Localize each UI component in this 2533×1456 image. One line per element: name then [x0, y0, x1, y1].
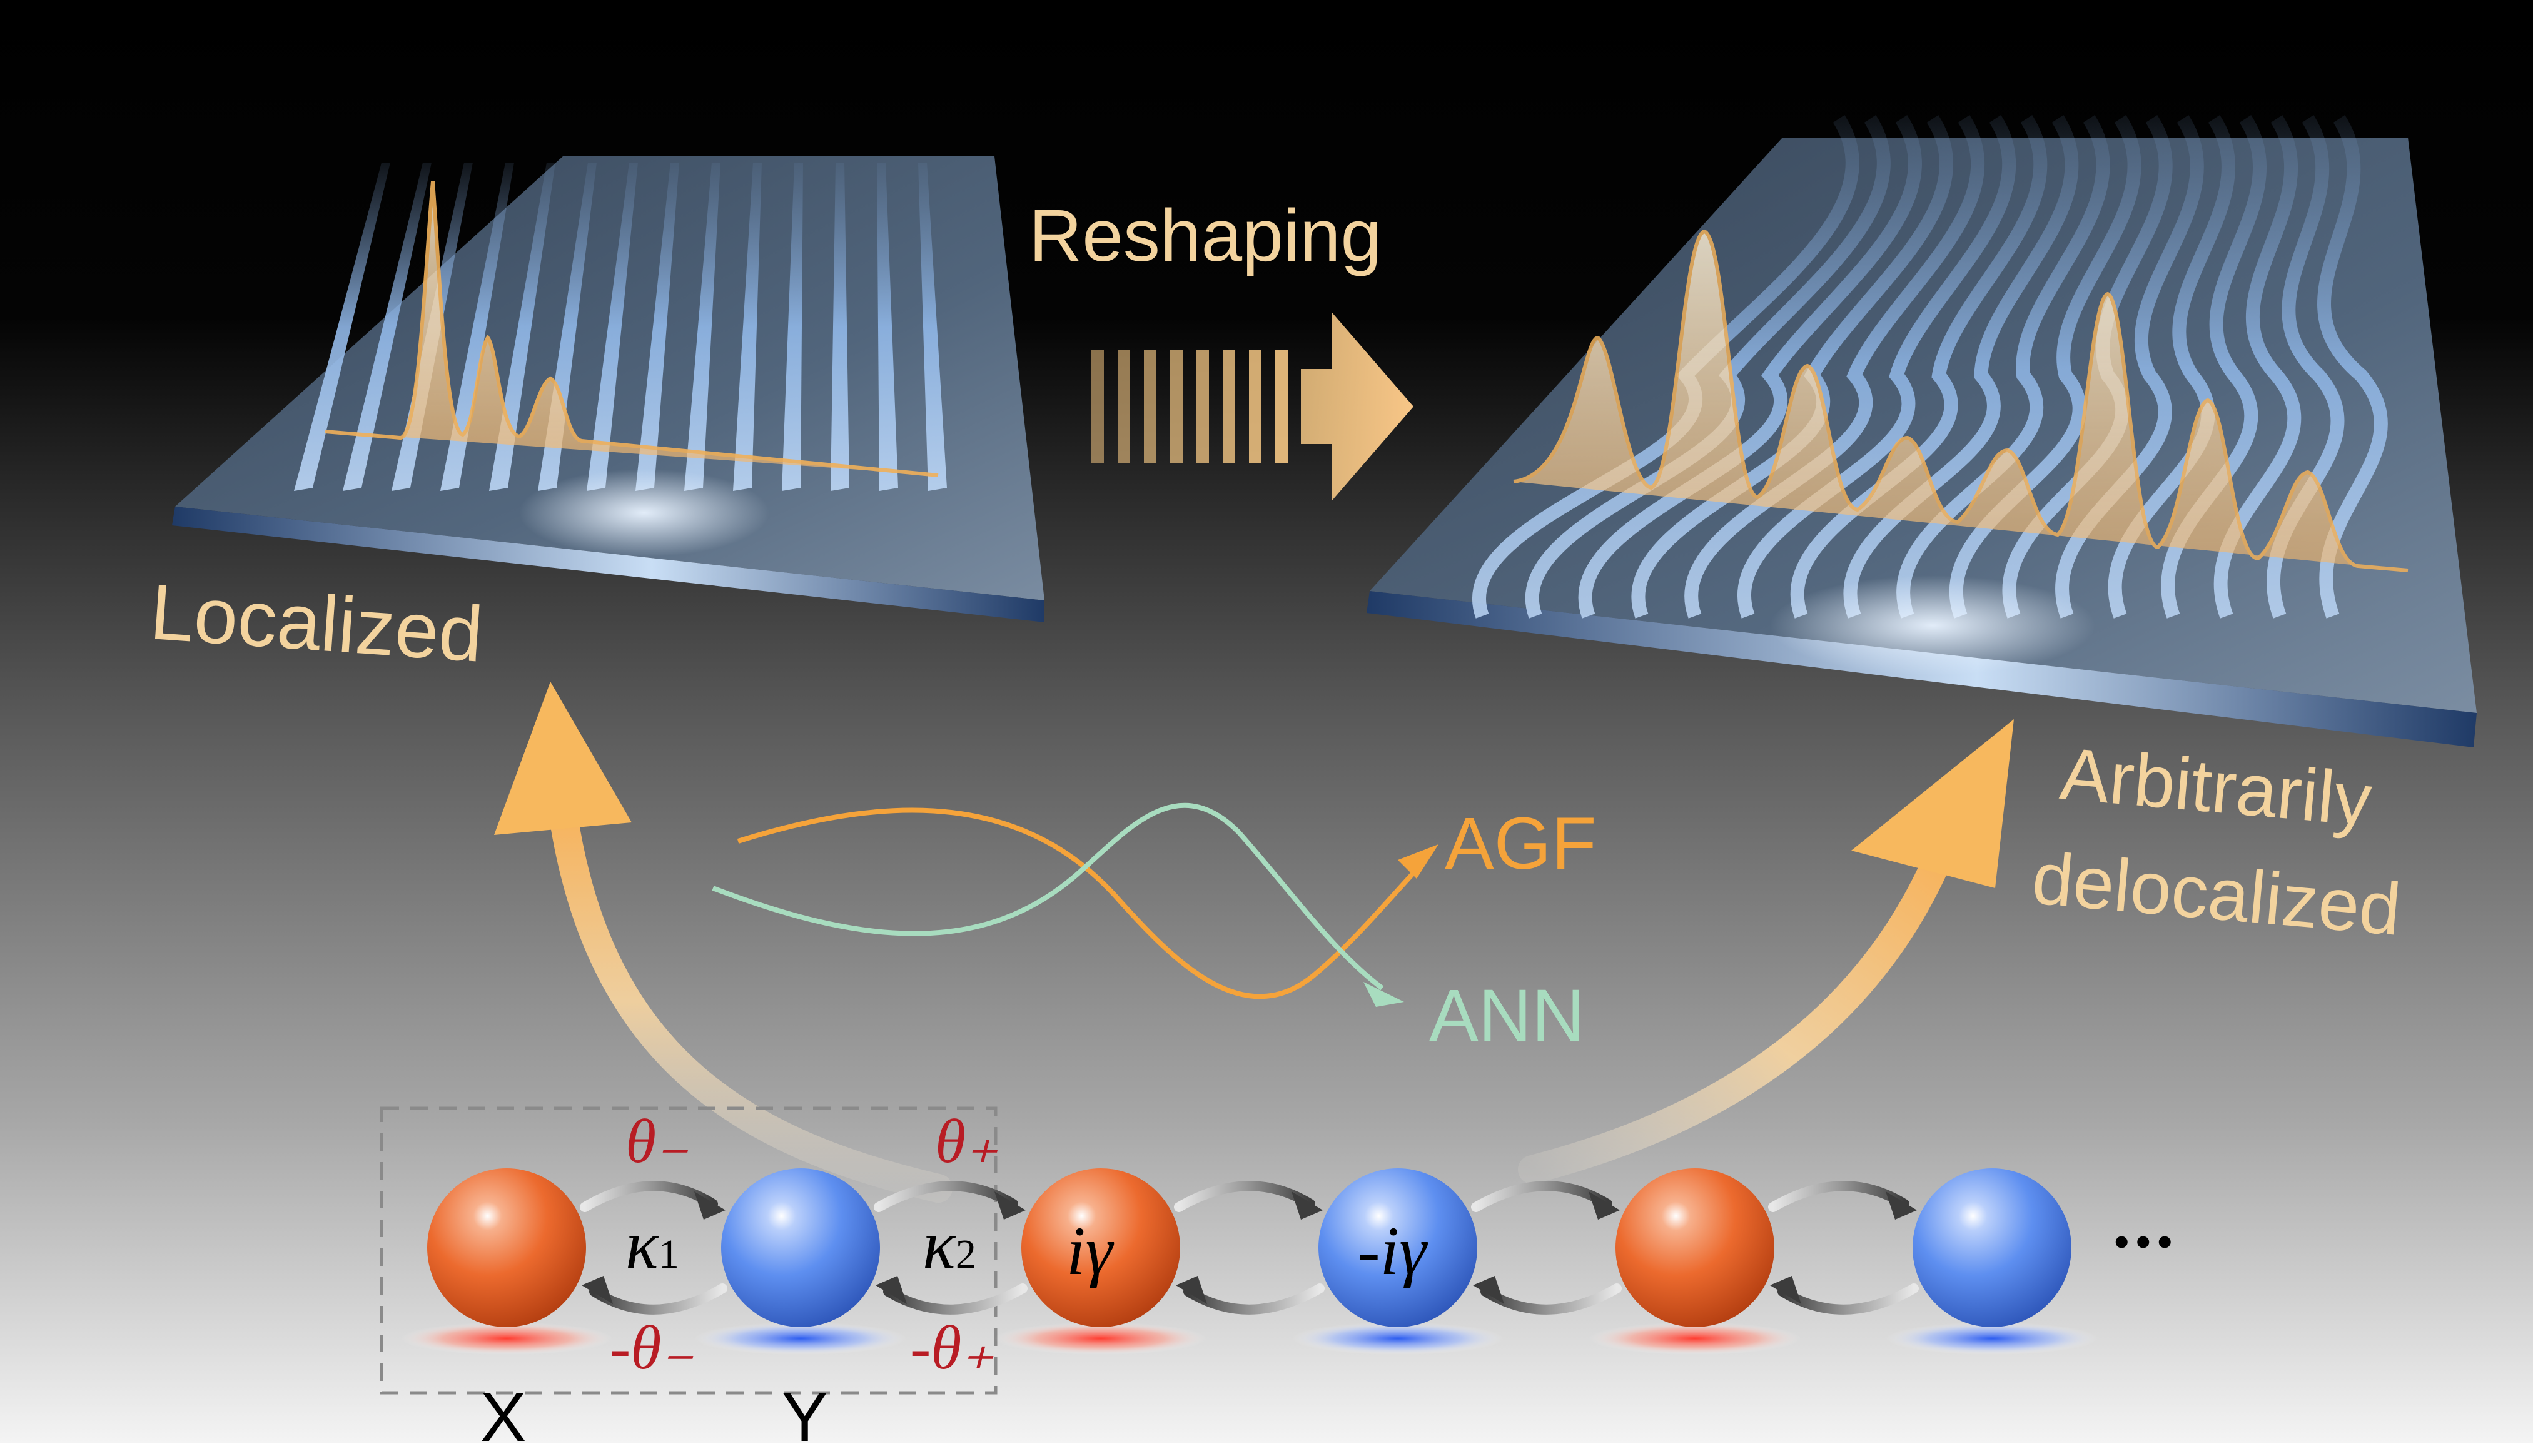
neg-theta-plus-label: -θ₊ [910, 1313, 995, 1382]
ellipsis-label: ••• [2114, 1217, 2179, 1266]
blue-site-shadow [694, 1322, 907, 1355]
forward-arrowhead [1886, 1191, 1917, 1220]
red-site [1615, 1168, 1774, 1327]
blue-site [1913, 1168, 2071, 1327]
straight-waveguide [733, 163, 762, 491]
forward-arrowhead [1589, 1191, 1620, 1220]
loss-label: -iγ [1357, 1213, 1427, 1289]
waveguide-array-localized-icon [172, 156, 1044, 622]
straight-waveguide [343, 163, 432, 491]
red-site-shadow [994, 1322, 1207, 1355]
backward-arrowhead [1473, 1276, 1504, 1304]
straight-waveguide [684, 163, 720, 491]
kappa1-subscript: 1 [658, 1231, 679, 1277]
blue-site-shadow [1292, 1322, 1504, 1355]
dash-bar [1144, 350, 1156, 463]
delocalized-intensity-profile [1513, 229, 2409, 572]
backward-arrowhead [1176, 1276, 1207, 1304]
forward-arrowhead [1292, 1191, 1323, 1220]
curved-waveguide [1790, 115, 2048, 619]
kappa1-label: κ1 [625, 1210, 679, 1279]
straight-waveguide [877, 163, 898, 491]
dash-bar [1223, 350, 1235, 463]
red-site [1021, 1168, 1180, 1327]
lattice-sites [400, 1168, 2098, 1355]
straight-waveguide [918, 163, 947, 491]
unit-cell-box [380, 1106, 998, 1395]
dash-bar [1118, 350, 1130, 463]
dash-bar [1170, 350, 1183, 463]
coupling-links [580, 1181, 1919, 1315]
waveguide-array-delocalized-icon [1367, 115, 2477, 747]
curved-waveguide [1737, 115, 2016, 619]
backward-arrowhead [876, 1276, 907, 1304]
curved-waveguide [1684, 115, 1985, 619]
ann-label: ANN [1429, 974, 1585, 1057]
forward-arrowhead [694, 1191, 726, 1220]
gain-label: iγ [1066, 1213, 1113, 1289]
localized-label: Localized [147, 567, 486, 679]
delocalized-arrowhead [1851, 719, 2014, 888]
agf-curve [737, 807, 1422, 999]
red-site-shadow [400, 1322, 613, 1355]
blue-site-shadow [1886, 1322, 2098, 1355]
localized-intensity-profile [325, 181, 939, 477]
dashed-right-arrow-icon [1091, 313, 1413, 500]
localized-arrowhead [494, 682, 632, 835]
straight-waveguide [587, 163, 638, 491]
blue-site [721, 1168, 880, 1327]
ann-arrowhead [1363, 982, 1404, 1007]
site-y-label: Y [782, 1379, 828, 1456]
straight-waveguide [294, 163, 390, 491]
kappa2-label: κ2 [923, 1210, 976, 1279]
blue-site [1318, 1168, 1477, 1327]
agf-label: AGF [1445, 802, 1597, 885]
localized-curved-arrow [549, 799, 953, 1203]
red-site-shadow [1589, 1322, 1801, 1355]
curved-waveguide [1843, 115, 2079, 619]
dash-bar [1249, 350, 1261, 463]
curved-waveguide [1896, 115, 2110, 619]
straight-waveguide [635, 163, 679, 491]
forward-arrowhead [994, 1191, 1026, 1220]
site-x-label: X [480, 1379, 527, 1456]
ann-curve [712, 802, 1384, 991]
dash-bar [1091, 350, 1104, 463]
curved-waveguide [1578, 115, 1922, 619]
straight-waveguide [831, 163, 849, 491]
theta-minus-label: θ₋ [625, 1106, 689, 1176]
curved-waveguide [1949, 115, 2141, 619]
agf-arrowhead [1398, 844, 1438, 879]
delocalized-curved-arrow [1518, 842, 1953, 1184]
curved-waveguide [2317, 115, 2388, 619]
straight-waveguide [440, 163, 514, 491]
dash-bar [1275, 350, 1288, 463]
backward-arrowhead [582, 1276, 613, 1304]
straight-waveguide [782, 163, 803, 491]
neg-theta-minus-label: -θ₋ [610, 1313, 695, 1382]
kappa2-symbol: κ [923, 1206, 956, 1283]
dash-bar [1196, 350, 1209, 463]
kappa2-subscript: 2 [955, 1231, 976, 1277]
kappa1-symbol: κ [625, 1206, 659, 1283]
backward-arrowhead [1770, 1276, 1801, 1304]
theta-plus-label: θ₊ [935, 1106, 999, 1176]
red-site [427, 1168, 586, 1327]
reshaping-label: Reshaping [1029, 195, 1382, 277]
